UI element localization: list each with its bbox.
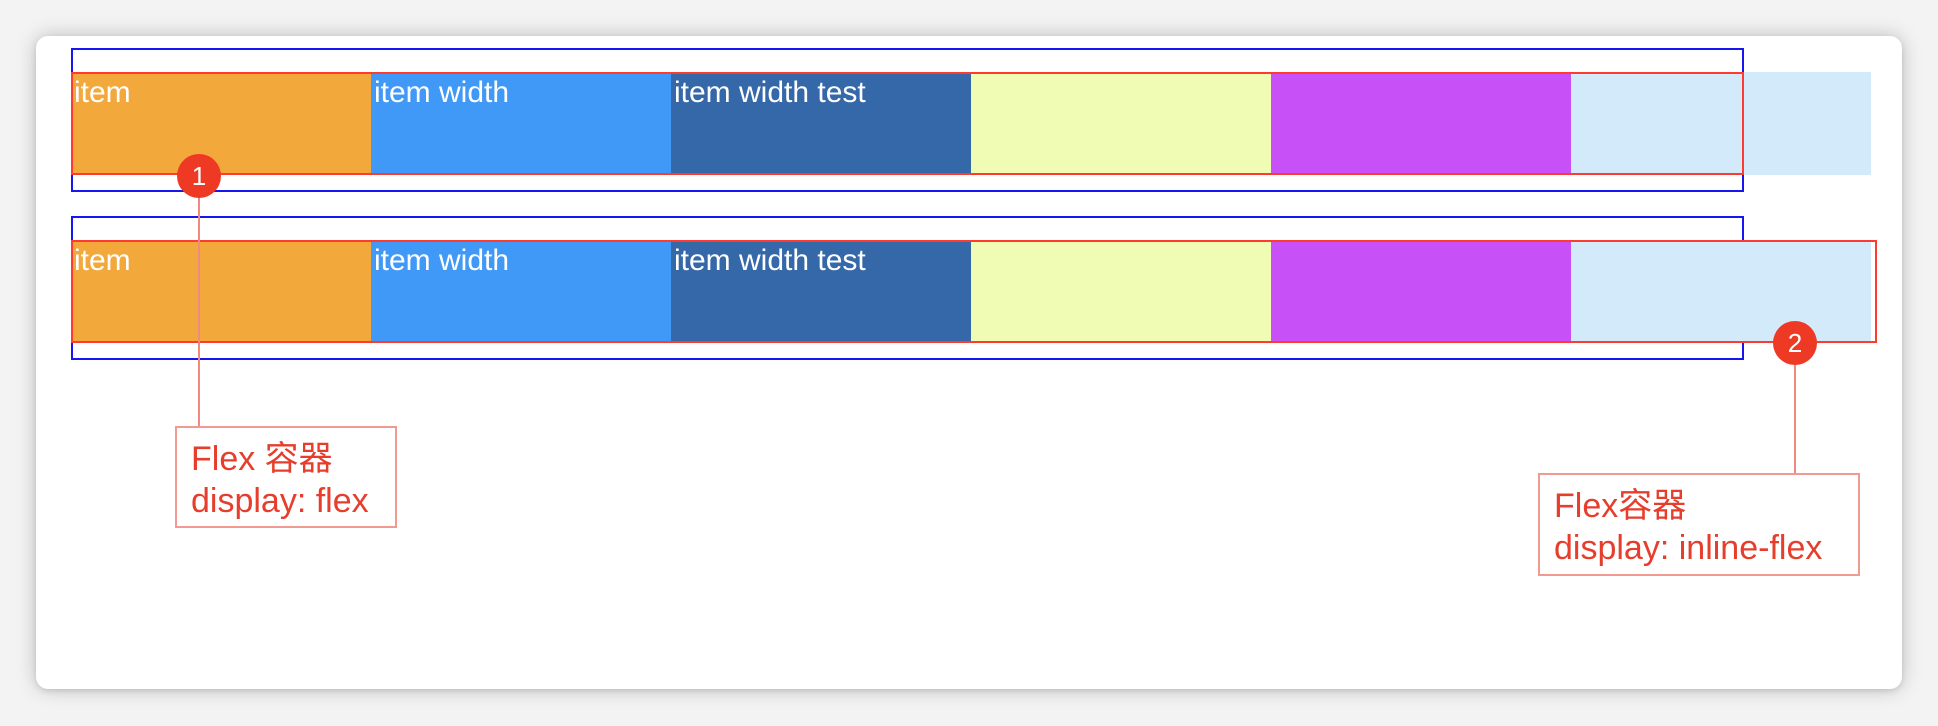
inline-flex-item-2: item width [371, 240, 671, 343]
inline-flex-item-6 [1571, 240, 1871, 343]
annotation-1-title: Flex 容器 [191, 440, 333, 478]
flex-item-1: item [71, 72, 371, 175]
inline-flex-container: item item width item width test [71, 240, 1871, 343]
flex-item-3: item width test [671, 72, 971, 175]
flex-item-5 [1271, 72, 1571, 175]
annotation-1-callout: Flex 容器 display: flex [175, 426, 397, 528]
inline-flex-item-1: item [71, 240, 371, 343]
annotation-2-callout: Flex容器 display: inline-flex [1538, 473, 1860, 576]
inline-flex-item-5 [1271, 240, 1571, 343]
annotation-1-desc: display: flex [191, 482, 369, 520]
annotation-2-title: Flex容器 [1554, 487, 1687, 525]
inline-flex-item-3: item width test [671, 240, 971, 343]
annotation-2-desc: display: inline-flex [1554, 529, 1823, 567]
flex-container: item item width item width test [71, 72, 1871, 175]
inline-flex-item-4 [971, 240, 1271, 343]
flex-item-6 [1571, 72, 1871, 175]
annotation-2-leader-line [1794, 343, 1796, 474]
annotation-1-leader-line [198, 176, 200, 428]
annotation-1-badge: 1 [177, 154, 221, 198]
flex-item-4 [971, 72, 1271, 175]
flex-item-2: item width [371, 72, 671, 175]
annotation-2-badge: 2 [1773, 321, 1817, 365]
